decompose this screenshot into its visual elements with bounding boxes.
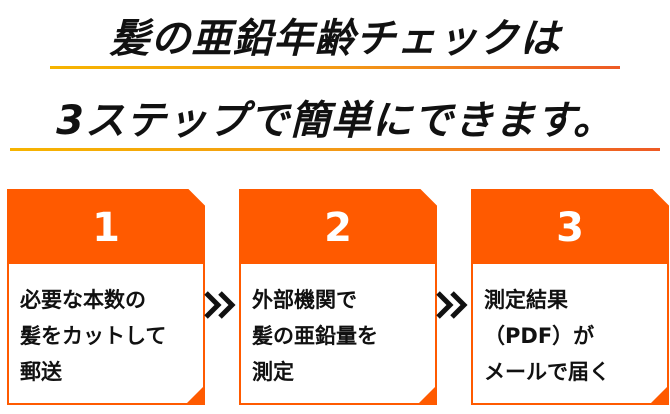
step-description: 測定結果 （PDF）が メールで届く [484, 282, 664, 390]
headline-line-2: 3ステップで簡単にできます。 [56, 98, 614, 144]
step-text-line: 外部機関で [252, 288, 357, 312]
step-number: 3 [556, 205, 584, 251]
step-card-frame [471, 189, 669, 405]
step-card-2: 2 外部機関で 髪の亜鉛量を 測定 [238, 188, 438, 406]
headline-line-1: 髪の亜鉛年齢チェックは [109, 16, 561, 62]
step-description: 必要な本数の 髪をカットして 郵送 [20, 282, 200, 390]
headline-underline-2 [10, 148, 660, 151]
step-text-line: 測定結果 [484, 288, 568, 312]
step-text-line: 測定 [252, 360, 294, 384]
step-text-line: メールで届く [484, 360, 610, 384]
step-text-line: （PDF）が [484, 324, 595, 348]
step-text-line: 髪をカットして [20, 324, 167, 348]
step-text-line: 必要な本数の [20, 288, 146, 312]
step-number: 1 [92, 205, 120, 251]
double-chevron-right-icon [436, 291, 468, 319]
step-card-1: 1 必要な本数の 髪をカットして 郵送 [6, 188, 206, 406]
headline-underline-1 [50, 66, 620, 69]
step-description: 外部機関で 髪の亜鉛量を 測定 [252, 282, 432, 390]
step-card-frame [239, 189, 437, 405]
step-text-line: 郵送 [20, 360, 62, 384]
step-card-3: 3 測定結果 （PDF）が メールで届く [470, 188, 670, 406]
step-number: 2 [324, 205, 352, 251]
step-text-line: 髪の亜鉛量を [252, 324, 378, 348]
step-card-frame [7, 189, 205, 405]
double-chevron-right-icon [204, 291, 236, 319]
